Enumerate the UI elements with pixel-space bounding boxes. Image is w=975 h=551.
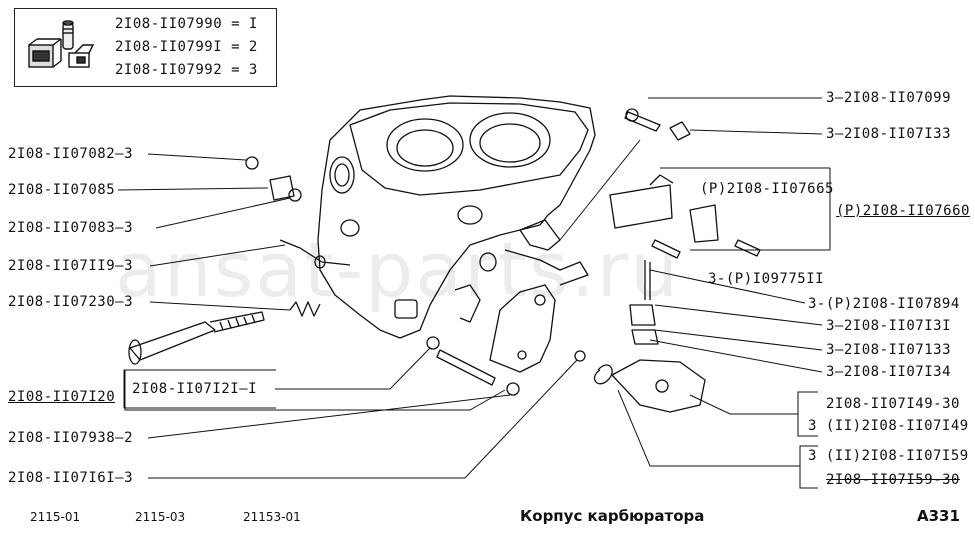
bushing [629,304,656,326]
side-port [329,156,355,194]
bracket [609,184,673,229]
washer-2 [574,350,586,362]
carburetor-body [317,95,596,339]
part-label: 2I08-II07I20 [8,389,116,405]
part-label: 2I08-II07I49-30 [826,396,960,412]
adjusting-screw [129,321,216,361]
parts-kit-icon [28,20,95,68]
model-code: 2115-03 [135,510,186,524]
part-label: 3 (II)2I08-II07I59 [808,448,969,464]
part-label: 2I08-II07I6I—3 [8,470,134,486]
legend-row: 2I08-II0799I = 2 [115,39,258,55]
part-label: 3—2I08-II07099 [826,90,952,106]
spring-right [644,260,651,300]
part-label: (P)2I08-II07660 [836,203,970,219]
part-label: 3—2I08-II07I3I [826,318,952,334]
legend-box: 2I08-II07990 = I 2I08-II0799I = 2 2I08-I… [14,8,277,87]
part-label: 3—2I08-II07I33 [826,126,952,142]
part-label: 3—2I08-II07I34 [826,364,952,380]
air-bore-right [469,112,551,168]
sector-plate [489,284,556,373]
top-flange [349,102,589,196]
spring [289,301,321,317]
nut-1 [506,382,520,396]
part-label: (P)2I08-II07665 [700,181,834,197]
part-label: 2I08-II07I2I—I [132,381,258,397]
part-label: 2I08-II07085 [8,182,116,198]
cam-lever [611,359,706,413]
screw-1 [436,349,496,386]
screw-mid-1 [651,239,681,259]
part-label: 3-(P)I09775II [708,271,825,287]
small-clip [669,121,691,141]
part-label: 2I08-II07082—3 [8,146,134,162]
part-label: 2I08-II07083—3 [8,220,134,236]
screw-mid-2 [734,239,761,257]
diagram-title: Корпус карбюратора [520,507,705,525]
spring-coil [593,364,613,385]
gasket-1 [269,175,295,201]
part-label: 2I08-II07938—2 [8,430,134,446]
model-code: 2115-01 [30,510,81,524]
part-label: 3—2I08-II07133 [826,342,952,358]
washer-1 [426,336,440,350]
clip [689,204,719,243]
model-code: 21153-01 [243,510,301,524]
plug-1 [245,156,259,170]
air-bore-left [386,118,464,172]
screw-top [624,111,661,132]
throttle-lever [519,219,561,251]
plug-2 [288,188,302,202]
part-label: 2I08-II07II9—3 [8,258,134,274]
part-label: 3-(P)2I08-II07894 [808,296,960,312]
legend-row: 2I08-II07990 = I [115,16,258,32]
sheet-number: А331 [917,507,960,525]
part-label: 3 (II)2I08-II07I49 [808,418,969,434]
part-label: 2I08-II07230—3 [8,294,134,310]
idle-screw [279,239,351,266]
legend-row: 2I08-II07992 = 3 [115,62,258,78]
part-label: 2I08-II07I59-30 [826,472,960,488]
